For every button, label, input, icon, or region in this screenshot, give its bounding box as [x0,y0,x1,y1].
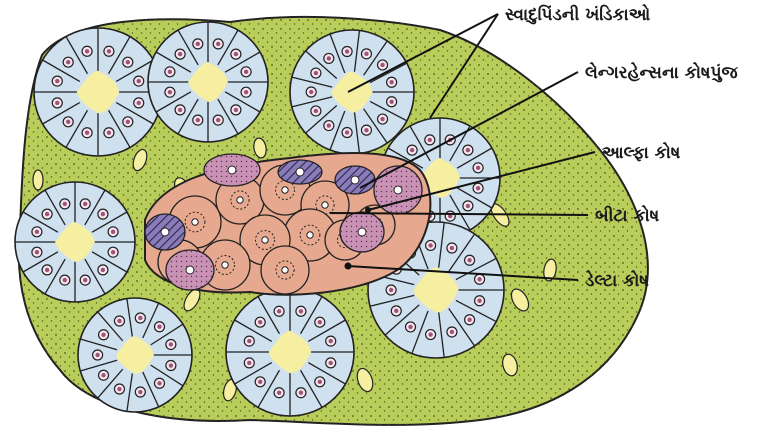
acinus [15,182,135,302]
acinus [148,22,268,142]
label-pancreatic-acini: સ્વાદુપિંડની ખંડિકાઓ [505,3,651,25]
acinus [78,298,192,412]
beta-cell [261,246,309,294]
delta-cell [145,214,185,250]
alpha-cell [166,250,214,290]
delta-cell [278,160,322,184]
alpha-cell [340,212,384,252]
acinus [226,288,354,416]
alpha-cell [204,154,260,186]
label-islets-of-langerhans: લેન્ગરહેન્સના કોષપુંજ [585,61,738,83]
delta-cell [335,166,375,194]
acinus [34,28,162,156]
label-beta-cell: બીટા કોષ [595,204,660,226]
acinus [290,30,414,154]
label-delta-cell: ડેલ્ટા કોષ [585,269,649,291]
label-alpha-cell: આલ્ફા કોષ [602,141,681,163]
